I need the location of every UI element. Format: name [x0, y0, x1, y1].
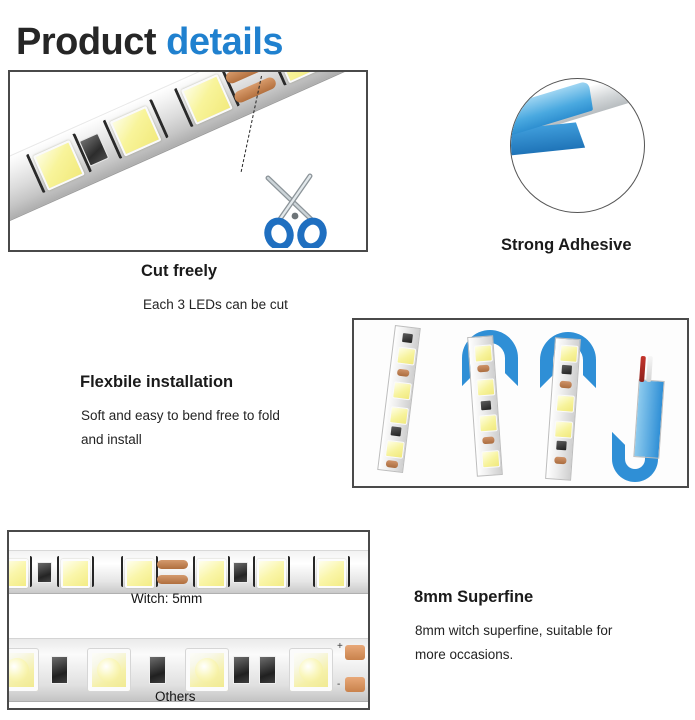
adhesive-circle-outline	[510, 78, 645, 213]
flexible-installation-subtitle-line2: and install	[81, 432, 142, 447]
wire-white	[646, 355, 653, 383]
superfine-heading-number: 8	[414, 588, 424, 606]
cut-freely-subtitle: Each 3 LEDs can be cut	[143, 297, 288, 312]
cut-freely-image	[8, 70, 368, 252]
flexible-installation-image	[352, 318, 689, 488]
strip-segment-tail	[633, 379, 665, 459]
strong-adhesive-heading: Strong Adhesive	[501, 236, 632, 254]
strip-5mm	[9, 550, 368, 594]
superfine-subtitle-number: 8	[415, 623, 423, 638]
comparison-bottom-label: Others	[155, 689, 196, 704]
superfine-subtitle-text: mm witch superfine, suitable for	[422, 623, 613, 638]
page-title-product: Product	[16, 21, 157, 64]
scissors-icon	[264, 173, 327, 248]
polarity-minus-label: -	[337, 679, 341, 690]
strip-segment-1	[377, 324, 421, 474]
superfine-subtitle-line2: more occasions.	[415, 647, 514, 662]
strong-adhesive-image	[490, 70, 690, 217]
superfine-heading-text: mm Superfine	[423, 588, 534, 606]
strip-others: + -	[9, 638, 368, 702]
polarity-plus-label: +	[337, 641, 343, 652]
superfine-subtitle-line1: 8mm witch superfine, suitable for	[415, 619, 612, 643]
width-comparison-image: + -	[7, 530, 370, 710]
page-title-details: details	[166, 21, 284, 64]
flexible-installation-heading: Flexbile installation	[80, 373, 234, 391]
wire-red	[639, 355, 646, 383]
cut-freely-heading: Cut freely	[141, 262, 218, 280]
page-title: Product details	[16, 21, 284, 64]
superfine-heading: 8mm Superfine	[414, 588, 533, 607]
comparison-top-label: Witch: 5mm	[131, 591, 203, 606]
flexible-installation-subtitle-line1: Soft and easy to bend free to fold	[81, 408, 280, 423]
